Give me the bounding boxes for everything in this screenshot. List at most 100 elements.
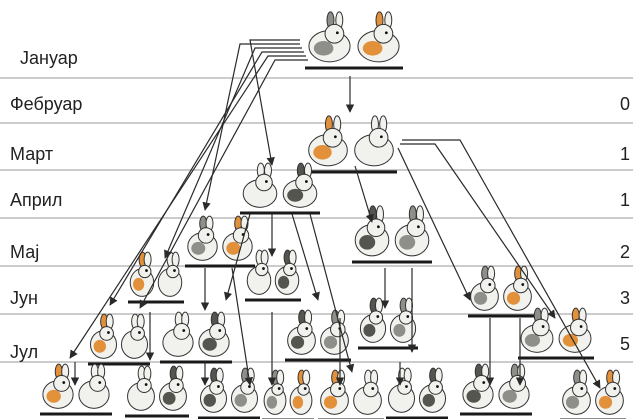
- rabbit-eye: [182, 329, 186, 332]
- rabbit-head: [255, 262, 269, 277]
- rabbit-head: [366, 218, 386, 238]
- rabbit-fur-patch: [133, 277, 145, 291]
- rabbit-head: [480, 277, 496, 294]
- rabbit-pair-bottom-5: [318, 369, 384, 419]
- rabbit-eye: [290, 267, 293, 270]
- rabbit-fur-patch: [565, 395, 580, 409]
- rabbit-pair-maj-a: [352, 205, 432, 264]
- rabbit-eye: [333, 135, 337, 139]
- count-jun: 3: [620, 288, 630, 308]
- count-februar: 0: [620, 94, 630, 114]
- rabbit-ear: [276, 369, 285, 386]
- rabbit-fur-patch: [399, 235, 416, 250]
- month-label-januar: Јануар: [20, 48, 78, 68]
- rabbit-fur-patch: [323, 395, 338, 409]
- count-maj: 2: [620, 242, 630, 262]
- pair-counts: 0 1 1 2 3 5: [620, 94, 630, 354]
- rabbit-pair-jul-a: [88, 313, 150, 366]
- rabbit-pair-april: [240, 162, 320, 215]
- rabbit-head: [138, 264, 152, 279]
- rabbit-fur-patch: [93, 339, 106, 353]
- month-labels: Јануар Фебруар Март Април Мај Јун Јул: [10, 48, 82, 362]
- rabbit-fur-patch: [266, 395, 278, 409]
- rabbit-head: [570, 318, 588, 337]
- rabbit-head: [513, 277, 529, 294]
- rabbit-eye: [338, 387, 342, 390]
- rabbit-fur-patch: [393, 323, 406, 337]
- rabbit-fur-patch: [506, 291, 521, 305]
- rabbit-eye: [305, 327, 309, 330]
- rabbit-head: [240, 380, 255, 395]
- rabbit-fur-patch: [502, 389, 517, 403]
- rabbit-head: [373, 23, 394, 44]
- rabbit-head: [324, 23, 345, 44]
- arrow-mar-to-jul-b: [402, 139, 601, 389]
- rabbit-eye: [265, 180, 268, 183]
- rabbit-pair-bottom-7: [460, 363, 532, 416]
- rabbit-head: [330, 321, 346, 338]
- rabbit-ear: [288, 249, 297, 266]
- rabbit-ear: [143, 251, 152, 268]
- rabbit-fur-patch: [226, 241, 241, 255]
- rabbit-fur-patch: [161, 277, 173, 291]
- rabbit-pair-jun-c: [358, 297, 418, 350]
- rabbit-head: [363, 381, 379, 398]
- month-label-jul: Јул: [10, 342, 38, 362]
- rabbit-fur-patch: [359, 145, 378, 160]
- rabbit-head: [197, 227, 215, 244]
- rabbit-pair-jul-c: [285, 309, 351, 362]
- rabbit-fur-patch: [250, 275, 262, 289]
- rabbit-fur-patch: [290, 335, 305, 349]
- month-label-mart: Март: [10, 144, 53, 164]
- arrow-mar-to-apr: [354, 165, 374, 223]
- rabbit-pair-bottom-2: [125, 365, 189, 418]
- rabbit-eye: [173, 269, 176, 272]
- rabbit-fur-patch: [166, 337, 181, 351]
- rabbit-eye: [488, 283, 492, 286]
- reproduction-arrows: [69, 39, 601, 389]
- rabbit-head: [398, 310, 414, 325]
- rabbit-eye: [580, 387, 584, 390]
- rabbit-eye: [613, 387, 617, 390]
- rabbit-eye: [277, 387, 281, 390]
- rabbit-fur-patch: [466, 389, 481, 403]
- rabbit-eye: [98, 381, 102, 384]
- arrow-jan-to-mar-left: [249, 39, 300, 166]
- rabbit-head: [130, 326, 145, 341]
- rabbit-fur-patch: [313, 41, 334, 56]
- rabbit-eye: [62, 381, 66, 384]
- rabbit-eye: [305, 180, 308, 183]
- rabbit-head: [368, 127, 389, 148]
- rabbit-fur-patch: [313, 145, 332, 160]
- rabbit-head: [166, 264, 180, 279]
- rabbit-pair-bottom-1: [40, 363, 112, 416]
- arrow-jan-to-jun: [69, 55, 306, 359]
- rabbit-fur-patch: [234, 393, 247, 407]
- rabbit-eye: [376, 315, 380, 318]
- rabbit-head: [53, 375, 71, 392]
- rabbit-eye: [217, 385, 220, 388]
- rabbit-ear: [302, 369, 311, 386]
- rabbit-head: [99, 326, 114, 341]
- rabbit-eye: [377, 225, 380, 229]
- rabbit-eye: [541, 325, 545, 328]
- arrow-apr-to-jul-b: [309, 213, 355, 373]
- rabbit-fur-patch: [191, 241, 206, 255]
- rabbit-eye: [436, 385, 439, 388]
- rabbit-eye: [335, 31, 339, 35]
- rabbit-pairs: [40, 11, 626, 419]
- rabbit-eye: [145, 269, 148, 272]
- arrow-jan-to-jul-a: [139, 59, 308, 309]
- rabbit-head: [572, 381, 588, 398]
- rabbit-fur-patch: [363, 323, 376, 337]
- rabbit-head: [89, 375, 107, 392]
- rabbit-eye: [384, 31, 388, 35]
- rabbit-pair-jun-d: [468, 265, 534, 318]
- rabbit-fur-patch: [162, 391, 176, 405]
- month-label-jun: Јун: [10, 288, 38, 308]
- rabbit-head: [283, 262, 297, 277]
- arrow-mar-to-jul-a: [400, 143, 556, 319]
- rabbit-head: [232, 227, 250, 244]
- rabbit-pair-bottom-6: [386, 367, 448, 419]
